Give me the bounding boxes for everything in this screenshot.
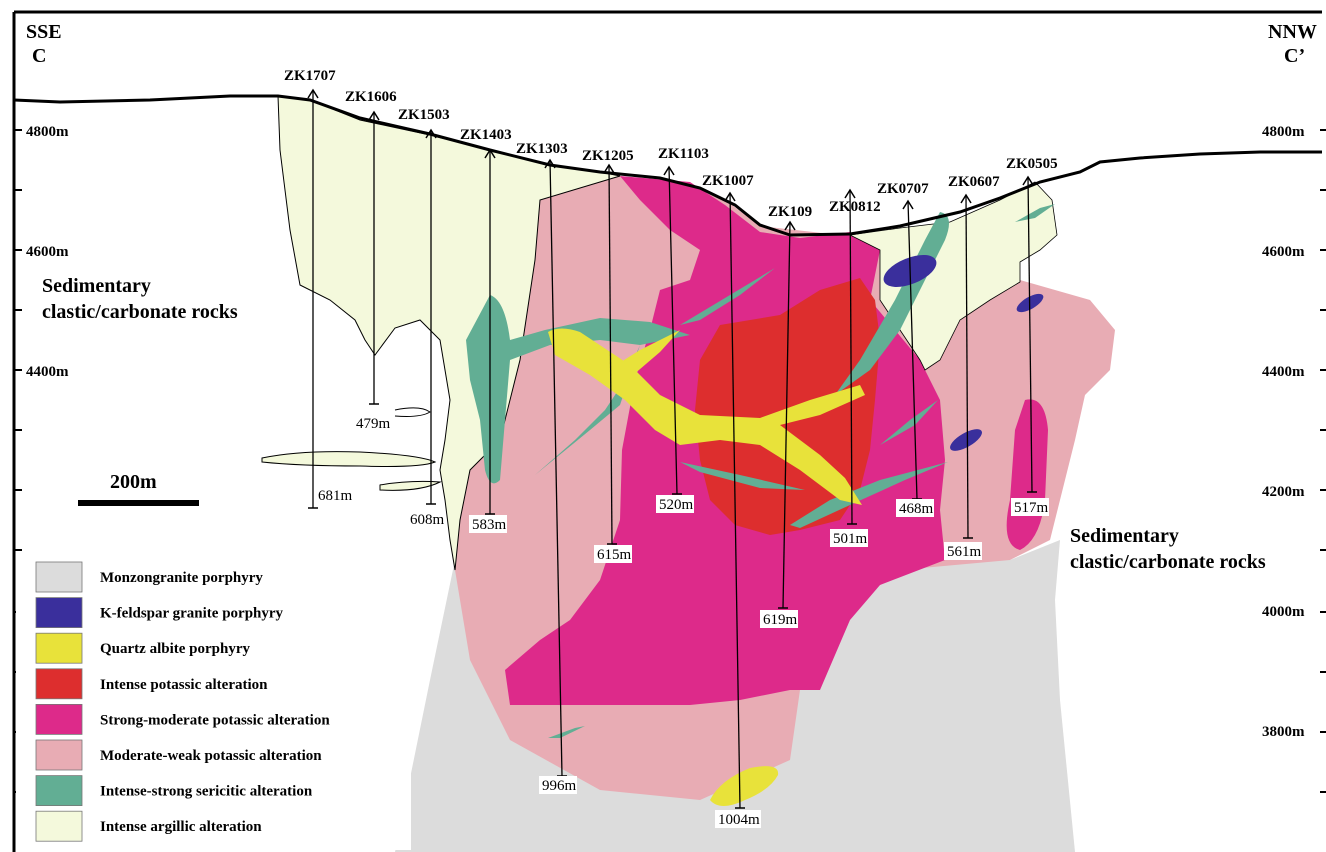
elevation-right-4200: 4200m: [1262, 484, 1305, 500]
elevation-left-4800: 4800m: [26, 124, 69, 140]
legend-swatch: [36, 633, 82, 663]
legend-label: Moderate-weak potassic alteration: [100, 748, 322, 764]
legend-swatch: [36, 669, 82, 699]
host-rock-right-line1: Sedimentary: [1070, 525, 1179, 547]
legend-label: Monzongranite porphyry: [100, 570, 263, 586]
section-right-label: C’: [1284, 45, 1305, 67]
drillhole-name: ZK1007: [702, 173, 754, 189]
drillhole-depth: 468m: [899, 501, 934, 517]
host-rock-right-line2: clastic/carbonate rocks: [1070, 551, 1266, 573]
drillhole-name: ZK1303: [516, 141, 568, 157]
legend-label: Strong-moderate potassic alteration: [100, 712, 330, 728]
elevation-left-4400: 4400m: [26, 364, 69, 380]
scale-bar: [78, 500, 199, 506]
drillhole-depth: 517m: [1014, 500, 1049, 516]
drillhole-name: ZK1606: [345, 89, 397, 105]
drillhole-depth: 583m: [472, 517, 507, 533]
drillhole-name: ZK0707: [877, 181, 929, 197]
drillhole-name: ZK1503: [398, 107, 450, 123]
section-left-bearing: SSE: [26, 21, 62, 43]
legend-label: Intense argillic alteration: [100, 819, 262, 835]
legend-label: K-feldspar granite porphyry: [100, 606, 284, 622]
legend-swatch: [36, 598, 82, 628]
drillhole-depth: 608m: [410, 512, 445, 528]
elevation-right-4600: 4600m: [1262, 244, 1305, 260]
drillhole-name: ZK0505: [1006, 156, 1058, 172]
drillhole-name: ZK109: [768, 204, 812, 220]
argillic-finger-3: [395, 408, 430, 417]
drillhole-depth: 681m: [318, 488, 353, 504]
drillhole-depth: 501m: [833, 531, 868, 547]
elevation-right-4800: 4800m: [1262, 124, 1305, 140]
host-rock-left-line1: Sedimentary: [42, 275, 151, 297]
drillhole-name: ZK0607: [948, 174, 1000, 190]
legend-swatch: [36, 811, 82, 841]
legend-label: Quartz albite porphyry: [100, 641, 250, 657]
drillhole-name: ZK0812: [829, 199, 881, 215]
elevation-right-4000: 4000m: [1262, 604, 1305, 620]
elevation-left-4600: 4600m: [26, 244, 69, 260]
drillhole-depth: 996m: [542, 778, 577, 794]
section-left-label: C: [32, 45, 46, 67]
drillhole-depth: 1004m: [718, 812, 760, 828]
legend-label: Intense potassic alteration: [100, 677, 268, 693]
drillhole-name: ZK1403: [460, 127, 512, 143]
legend-swatch: [36, 704, 82, 734]
legend-label: Intense-strong sericitic alteration: [100, 784, 313, 800]
drillhole-depth: 619m: [763, 612, 798, 628]
legend-swatch: [36, 562, 82, 592]
argillic-finger-1: [262, 452, 435, 467]
section-right-bearing: NNW: [1268, 21, 1317, 43]
scale-bar-label: 200m: [110, 471, 157, 493]
drillhole-depth: 520m: [659, 497, 694, 513]
drillhole-name: ZK1103: [658, 146, 709, 162]
legend-swatch: [36, 740, 82, 770]
drillhole-depth: 615m: [597, 547, 632, 563]
drillhole-depth: 561m: [947, 544, 982, 560]
drillhole-name: ZK1707: [284, 68, 336, 84]
elevation-right-4400: 4400m: [1262, 364, 1305, 380]
right-elevation-ticks: [1320, 130, 1326, 792]
legend-swatch: [36, 776, 82, 806]
elevation-right-3800: 3800m: [1262, 724, 1305, 740]
drillhole-name: ZK1205: [582, 148, 634, 164]
drillhole-depth: 479m: [356, 416, 391, 432]
host-rock-left-line2: clastic/carbonate rocks: [42, 301, 238, 323]
